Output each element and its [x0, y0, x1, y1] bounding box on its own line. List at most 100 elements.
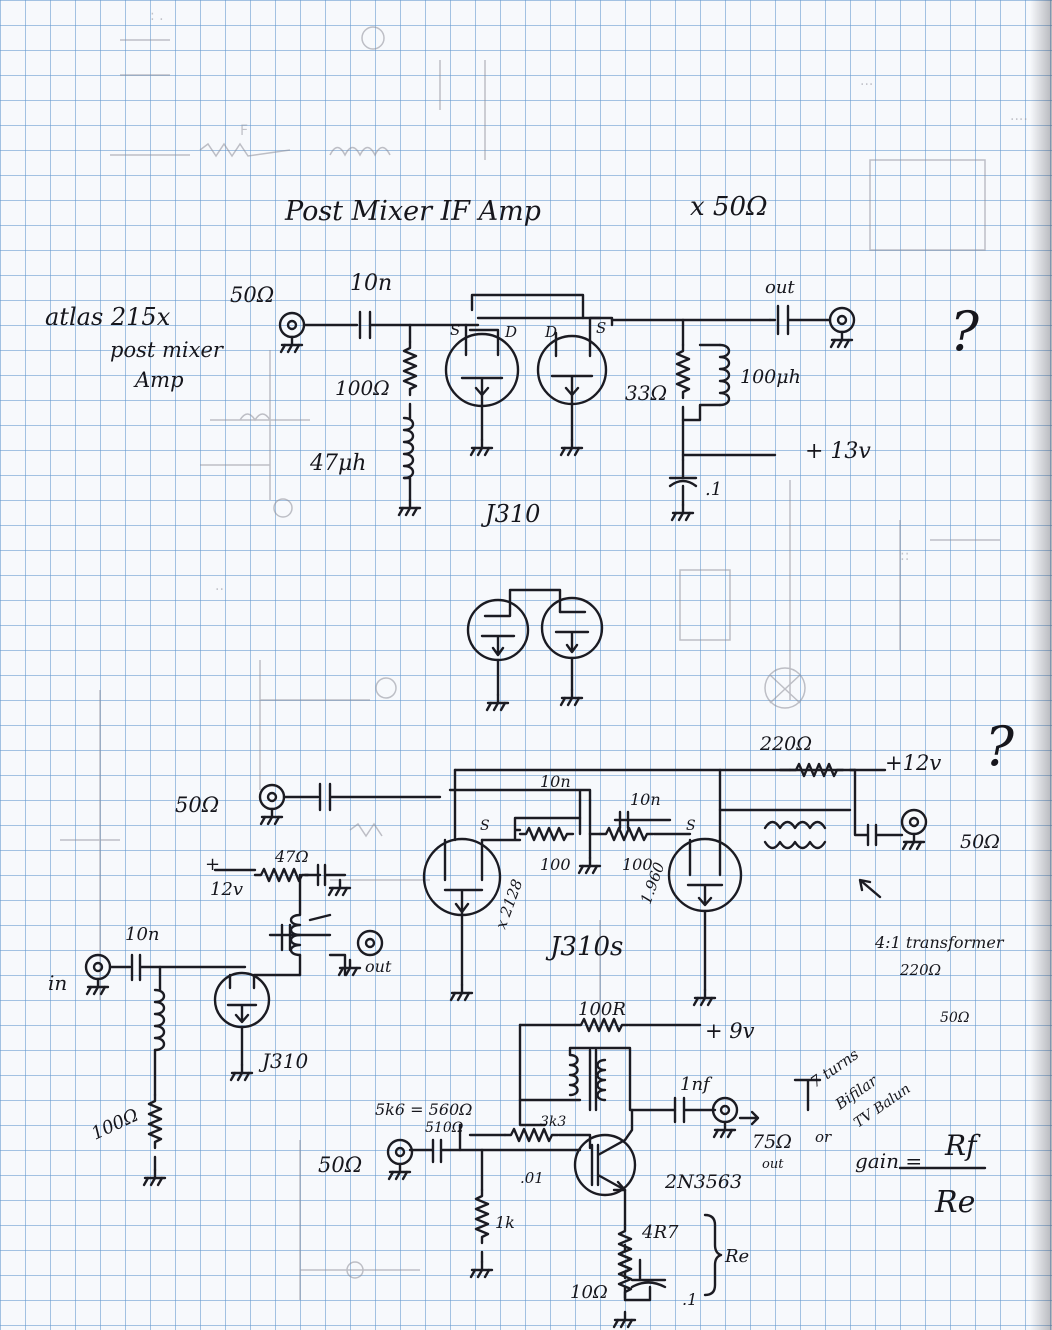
input-res-label: 100Ω [335, 376, 390, 400]
input-capacitor [358, 310, 372, 340]
bypass-capacitor [668, 458, 698, 507]
c2-supply-label: +12v [885, 751, 941, 775]
c4-supply-label: + 9v [705, 1019, 755, 1043]
c4-re-label: Re [724, 1246, 749, 1267]
c3-output-bnc-icon [356, 929, 384, 957]
c4-input-capacitor [408, 1138, 582, 1164]
c3-input-bnc-icon [84, 953, 112, 981]
fet2-source-label: S [596, 319, 606, 337]
fet1-drain-label: D [504, 323, 517, 341]
svg-text:....: .... [1010, 108, 1028, 124]
c2-s1-label: S [480, 818, 490, 834]
input-source-note: atlas 215x [45, 303, 171, 331]
c3-tank-inductor [289, 873, 302, 957]
c2-fet-label: J310s [545, 932, 623, 962]
drain-inductor-100uh [718, 343, 731, 407]
c2-transformer-note-3: 50Ω [940, 1010, 970, 1026]
c4-output-imp-label: 75Ω [752, 1131, 792, 1153]
c4-gain-denominator: Re [934, 1185, 975, 1220]
c4-input-imp-label: 50Ω [318, 1153, 362, 1177]
input-cap-label: 10n [350, 271, 392, 296]
input-source-note-3: Amp [133, 368, 184, 392]
c3-plus-label: + [205, 854, 220, 875]
c2-transformer-note: 4:1 transformer [874, 933, 1005, 952]
input-impedance-label: 50Ω [230, 283, 274, 307]
c2-transformer-note-2: 220Ω [899, 961, 941, 979]
c2-note-1: x 2128 [492, 877, 526, 931]
c4-output-cap-label: 1nf [680, 1074, 713, 1095]
dual-fet-sketch [466, 588, 604, 712]
fet2-drain-label: D [544, 323, 557, 341]
c2-cap2-label: 10n [630, 790, 661, 809]
c2-question-mark: ? [985, 715, 1015, 778]
c3-cap-label: 10n [125, 924, 160, 945]
input-source-note-2: post mixer [110, 338, 225, 362]
c3-inductor [153, 988, 166, 1052]
c2-output-imp-label: 50Ω [960, 831, 1000, 853]
circuit-2-j310s: 220Ω +12v 50Ω 10n 10n 100 100 S S x 2128… [175, 715, 1015, 1026]
c2-r-top-label: 220Ω [759, 733, 812, 755]
drain-ind-label: 100μh [740, 366, 801, 388]
c3-input-capacitor [108, 953, 247, 982]
input-bnc-icon [278, 311, 306, 339]
c2-cap1-label: 10n [540, 772, 571, 791]
title-impedance: x 50Ω [690, 192, 768, 222]
c4-transformer-primary [568, 1053, 579, 1097]
c4-gain-numerator: Rf [944, 1129, 981, 1162]
c2-transformer-winding-1 [763, 820, 827, 830]
svg-text:..: .. [215, 578, 224, 594]
svg-text:: .: : . [150, 8, 164, 24]
supply-13v-label: + 13v [805, 439, 871, 464]
output-bnc-icon [828, 306, 856, 334]
c2-r2-label: 100 [622, 855, 653, 874]
c3-input-label: in [48, 971, 67, 995]
fet-type-label: J310 [480, 500, 540, 528]
c2-input-capacitor [282, 782, 442, 812]
c2-res-100-a [518, 826, 575, 842]
c4-re-cap-label: .1 [682, 1290, 697, 1309]
c4-transistor-2n3563 [573, 1133, 637, 1197]
c2-input-imp-label: 50Ω [175, 793, 219, 817]
c4-input-note-1: 5k6 = 560Ω [375, 1100, 472, 1119]
c2-transformer-winding-2 [763, 840, 827, 850]
c4-output-capacitor [673, 1096, 717, 1124]
bleed-through-marks [60, 26, 1000, 1300]
c3-supply-label: 12v [210, 879, 243, 900]
question-mark: ? [950, 300, 980, 363]
input-inductor-47uh [402, 416, 415, 480]
output-capacitor [768, 304, 832, 336]
c4-res-100r [573, 1017, 630, 1033]
circuit-3-j310-stage: + 12v 47Ω 10n in out J310 100Ω [48, 847, 392, 1187]
c4-rf-label: 100R [578, 999, 626, 1020]
c4-input-cap-label: .01 [520, 1169, 544, 1187]
c2-input-bnc-icon [258, 783, 286, 811]
input-resistor-100 [402, 340, 418, 397]
c3-res-label-100: 100Ω [88, 1105, 142, 1145]
c4-transistor-label: 2N3563 [664, 1171, 742, 1193]
c4-res-3k3 [503, 1127, 560, 1143]
c4-re1-label: 4R7 [641, 1222, 679, 1243]
fet1-source-label: S [450, 321, 460, 339]
c4-output-word: out [762, 1157, 784, 1172]
c4-transformer-secondary [596, 1058, 607, 1102]
svg-text:F: F [240, 123, 248, 139]
bypass-cap-label: .1 [705, 479, 722, 500]
c4-gain-label: gain = [855, 1149, 922, 1173]
svg-text:...: ... [860, 73, 873, 89]
c3-fet-label: J310 [258, 1049, 308, 1073]
c4-input-note-2: 510Ω [425, 1120, 464, 1136]
c4-res-1k [474, 1188, 490, 1245]
c4-re2-label: 10Ω [570, 1282, 608, 1303]
c4-r-bias-label: 3k3 [540, 1114, 566, 1130]
c4-r-base-label: 1k [495, 1213, 515, 1232]
c3-output-label: out [365, 957, 392, 976]
c4-input-bnc-icon [386, 1138, 414, 1166]
schematic-title: Post Mixer IF Amp [284, 196, 541, 227]
c3-res-label: 47Ω [274, 847, 309, 866]
c2-r1-label: 100 [540, 855, 571, 874]
c4-or-note: or [815, 1128, 832, 1146]
drain-resistor-33 [675, 343, 691, 400]
drain-res-label: 33Ω [625, 381, 667, 405]
